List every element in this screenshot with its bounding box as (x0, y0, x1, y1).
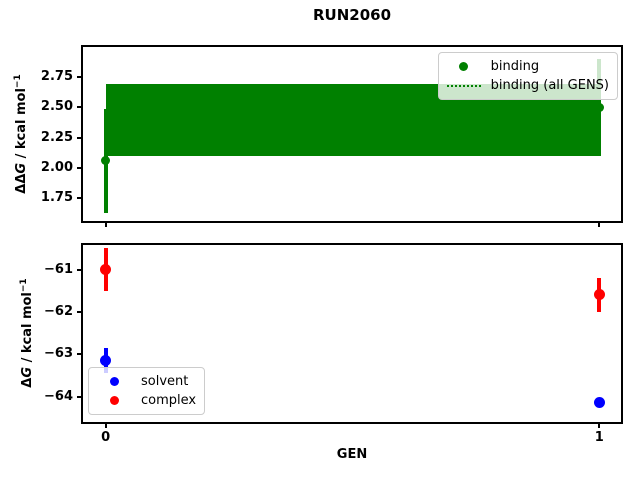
y-tick (77, 136, 81, 139)
x-tick (104, 424, 107, 428)
y-tick (77, 395, 81, 398)
legend-label: binding (all GENS) (490, 78, 609, 93)
legend-label: complex (141, 393, 197, 408)
ylabel-exponent: −1 (12, 74, 23, 89)
legend-dot-icon (97, 377, 131, 386)
legend-item-binding-all-gens-: binding (all GENS) (446, 76, 609, 95)
x-tick-label: 1 (594, 430, 604, 445)
legend: solvent complex (88, 367, 206, 415)
legend-dot-icon (447, 62, 481, 71)
y-tick-label: 2.75 (40, 69, 73, 85)
y-tick (77, 76, 81, 79)
x-axis-label: GEN (336, 447, 368, 462)
x-tick (598, 223, 601, 227)
y-tick-label: −62 (44, 303, 73, 319)
y-tick (77, 353, 81, 356)
y-tick-label: 1.75 (40, 190, 73, 206)
figure-title: RUN2060 (312, 6, 392, 24)
y-tick (77, 166, 81, 169)
y-tick (77, 268, 81, 271)
legend-item-complex: complex (97, 391, 196, 410)
ylabel-symbol: G (20, 366, 36, 378)
legend-label: solvent (141, 374, 189, 389)
y-tick-label: 2.25 (40, 129, 73, 145)
ylabel-unit: / kcal mol (14, 88, 30, 163)
ylabel-exponent: −1 (18, 278, 29, 293)
x-tick-label: 0 (101, 430, 111, 445)
y-tick-label: −61 (44, 261, 73, 277)
legend-dotted-line-icon (446, 84, 481, 87)
y-tick-label: 2.00 (40, 159, 73, 175)
y-tick (77, 106, 81, 109)
legend: binding binding (all GENS) (437, 52, 618, 100)
ylabel-unit: / kcal mol (20, 292, 36, 367)
x-tick (598, 424, 601, 428)
binding-plot-area: 1.75 2.00 2.25 2.50 2.75 binding binding (all … (41, 45, 623, 227)
legend-item-solvent: solvent (97, 372, 196, 391)
y-tick (77, 310, 81, 313)
y-tick-label: −64 (44, 388, 73, 404)
ylabel-delta: Δ (20, 377, 36, 388)
legend-label: binding (490, 59, 540, 74)
components-plot-area: −61 −62 −63 −64 0 1 solvent complex (44, 243, 623, 445)
legend-dot-icon (459, 62, 469, 71)
legend-dot-icon (97, 396, 131, 405)
ylabel-delta: ΔΔ (14, 173, 30, 194)
binding-marker (594, 102, 604, 112)
binding-y-axis-label: ΔΔG / kcal mol−1 (13, 74, 29, 193)
ylabel-symbol: G (14, 162, 30, 174)
y-tick (77, 197, 81, 200)
legend-dot-icon (109, 396, 119, 405)
y-tick-label: −63 (44, 346, 73, 362)
legend-dot-icon (109, 377, 119, 386)
legend-item-binding: binding (447, 57, 609, 76)
complex-marker (100, 264, 112, 276)
binding-marker (101, 156, 111, 166)
solvent-marker (100, 355, 112, 367)
legend-dotted-line-icon (446, 84, 481, 87)
x-tick (104, 223, 107, 227)
solvent-marker (593, 397, 605, 409)
complex-marker (593, 289, 605, 301)
components-y-axis-label: ΔG / kcal mol−1 (19, 278, 35, 387)
y-tick-label: 2.50 (40, 99, 73, 115)
